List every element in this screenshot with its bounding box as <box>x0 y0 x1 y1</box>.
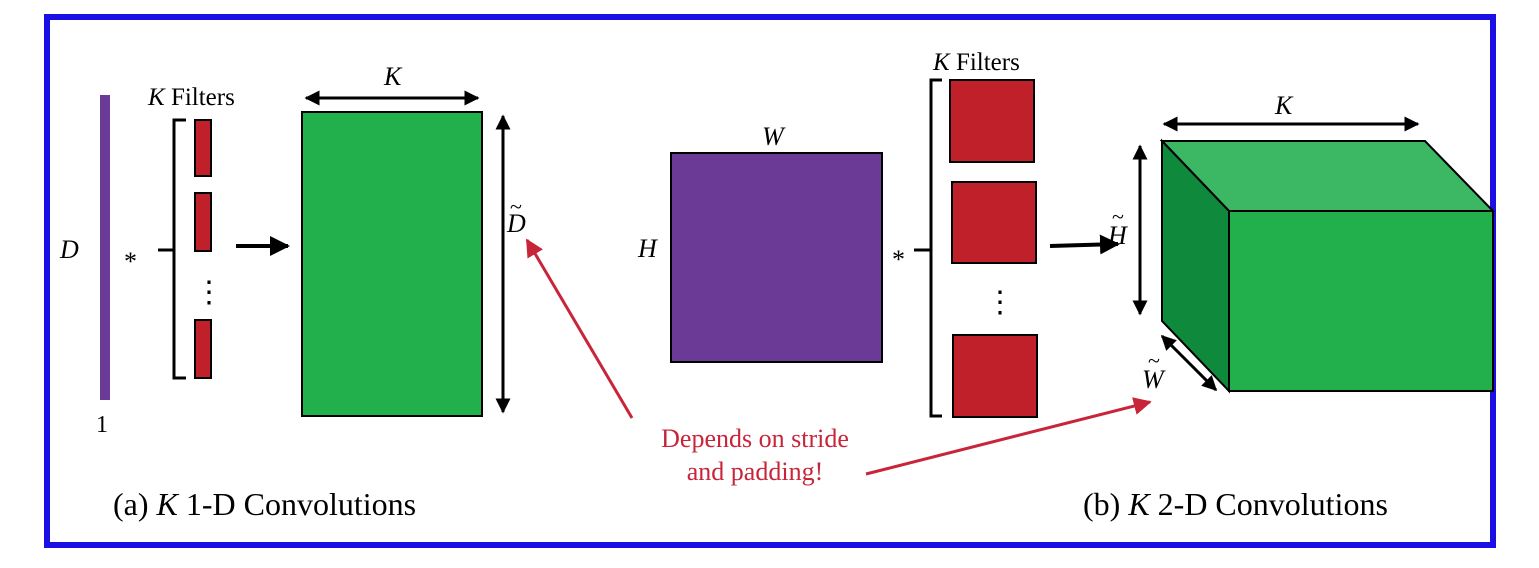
input-vector-1d <box>100 95 110 400</box>
output-matrix <box>301 111 483 417</box>
w-tilde-mark: ~ <box>1148 348 1160 373</box>
panel-b: W H * K Filters ⋮ K H ~ W ~ (b) <box>637 49 1496 522</box>
input-image-2d <box>670 152 883 363</box>
d-tilde-mark: ~ <box>510 194 522 219</box>
ellipsis-dots: ⋮ <box>985 286 1015 319</box>
panel-a: D 1 * K Filters ⋮ K D ~ (a) K 1-D Convol… <box>59 62 526 522</box>
filters-bracket <box>914 78 942 418</box>
result-arrow <box>1049 234 1120 255</box>
annotation-arrow-to-w-tilde <box>865 397 1152 476</box>
ellipsis-dots: ⋮ <box>194 276 224 309</box>
filters-label: K Filters <box>932 49 1020 76</box>
dimension-w-label: W <box>762 122 786 151</box>
w-tilde-depth-arrow <box>1160 334 1218 392</box>
dimension-h-label: H <box>637 234 658 263</box>
convolution-star: * <box>124 247 137 276</box>
convolution-star: * <box>892 245 905 274</box>
filter-1d <box>194 119 212 177</box>
annotation-text-line1: Depends on stride <box>661 424 849 453</box>
h-tilde-mark: ~ <box>1112 204 1124 229</box>
filter-1d <box>194 192 212 252</box>
annotation-text-line2: and padding! <box>687 457 823 486</box>
annotation-arrow-to-d-tilde <box>525 238 634 419</box>
k-width-label: K <box>383 62 403 91</box>
h-tilde-label: H <box>1107 221 1128 250</box>
w-tilde-label: W <box>1142 365 1166 394</box>
filter-2d <box>951 181 1037 264</box>
output-cube-front <box>1228 210 1494 392</box>
dimension-d-label: D <box>59 235 79 264</box>
dimension-one-label: 1 <box>96 412 108 438</box>
filters-bracket <box>158 118 186 380</box>
d-tilde-label: D <box>506 209 526 238</box>
filter-1d <box>194 319 212 379</box>
caption-a: (a) K 1-D Convolutions <box>113 486 416 522</box>
stride-padding-annotation: Depends on stride and padding! <box>525 238 1152 486</box>
k-width-label: K <box>1274 91 1294 120</box>
filters-label: K Filters <box>147 84 235 111</box>
filter-2d <box>952 334 1038 418</box>
caption-b: (b) K 2-D Convolutions <box>1083 486 1388 522</box>
filter-2d <box>949 79 1035 163</box>
